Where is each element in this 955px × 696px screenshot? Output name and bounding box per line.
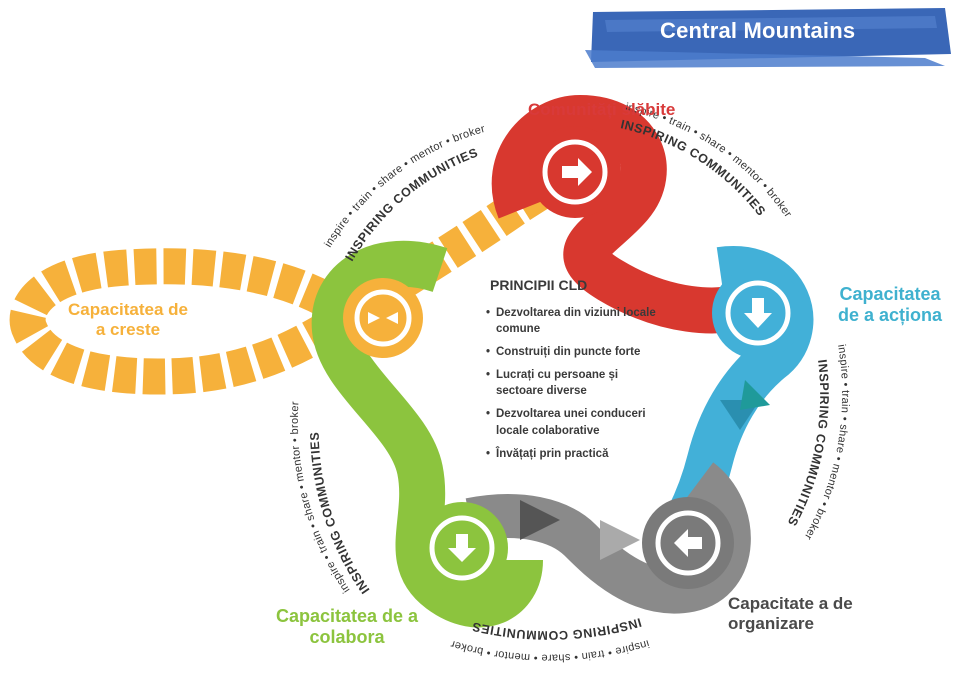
principles-panel: PRINCIPII CLD Dezvoltarea din viziuni lo…	[484, 277, 666, 469]
page-title: Central Mountains	[660, 18, 856, 43]
red-ribbon	[491, 94, 771, 334]
header-banner	[585, 8, 951, 68]
principle-item: Lucrați cu persoane și sectoare diverse	[484, 367, 666, 399]
gray-ribbon	[465, 462, 751, 614]
label-capacity-act: Capacitatea de a acționa	[837, 284, 943, 325]
green-ribbon	[311, 240, 543, 628]
label-capacity-grow: Capacitatea de a creste	[68, 300, 188, 339]
principle-item: Învățați prin practică	[484, 446, 666, 462]
principles-title: PRINCIPII CLD	[490, 277, 588, 293]
principle-item: Dezvoltarea unei conduceri locale colabo…	[484, 406, 666, 438]
label-capacity-collaborate: Capacitatea de a colabora	[275, 606, 419, 647]
principle-item: Construiți din puncte forte	[484, 344, 666, 360]
label-weak-communities: Comunități slăbite	[528, 100, 676, 119]
principles-list: Dezvoltarea din viziuni locale comune Co…	[484, 305, 666, 462]
label-capacity-organize: Capacitate a de organizare	[728, 594, 853, 633]
principle-item: Dezvoltarea din viziuni locale comune	[484, 305, 666, 337]
